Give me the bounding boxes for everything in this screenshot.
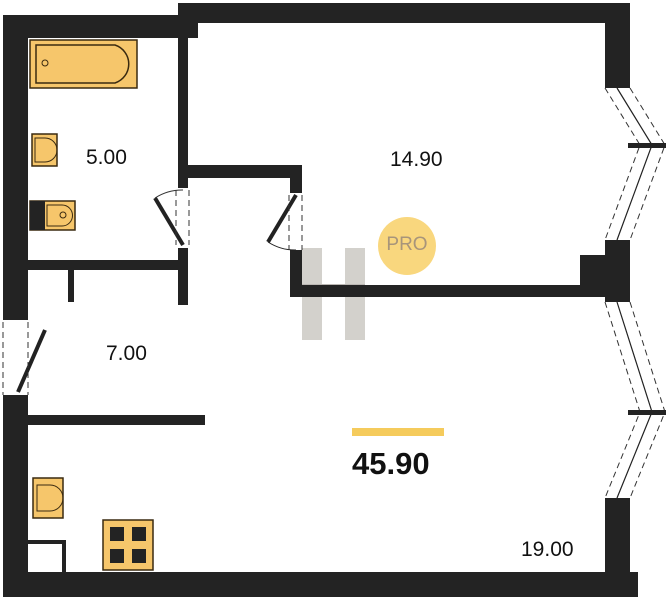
stove-icon — [102, 519, 154, 571]
walls — [3, 3, 638, 597]
room-area-bedroom: 14.90 — [390, 148, 443, 171]
windows — [604, 87, 666, 499]
room-area-bathroom: 5.00 — [86, 146, 127, 169]
room-area-living: 19.00 — [521, 538, 574, 561]
doors — [2, 189, 303, 395]
pro-badge-label: PRO — [386, 234, 428, 255]
total-area-underline — [352, 428, 444, 436]
room-area-hallway: 7.00 — [106, 342, 147, 365]
total-area: 45.90 — [352, 446, 430, 481]
kitchen-sink-icon — [32, 477, 64, 519]
pro-badge — [378, 217, 436, 275]
bathroom-sink-icon — [31, 133, 58, 167]
bathtub-icon — [29, 39, 138, 89]
toilet-icon — [29, 200, 76, 231]
